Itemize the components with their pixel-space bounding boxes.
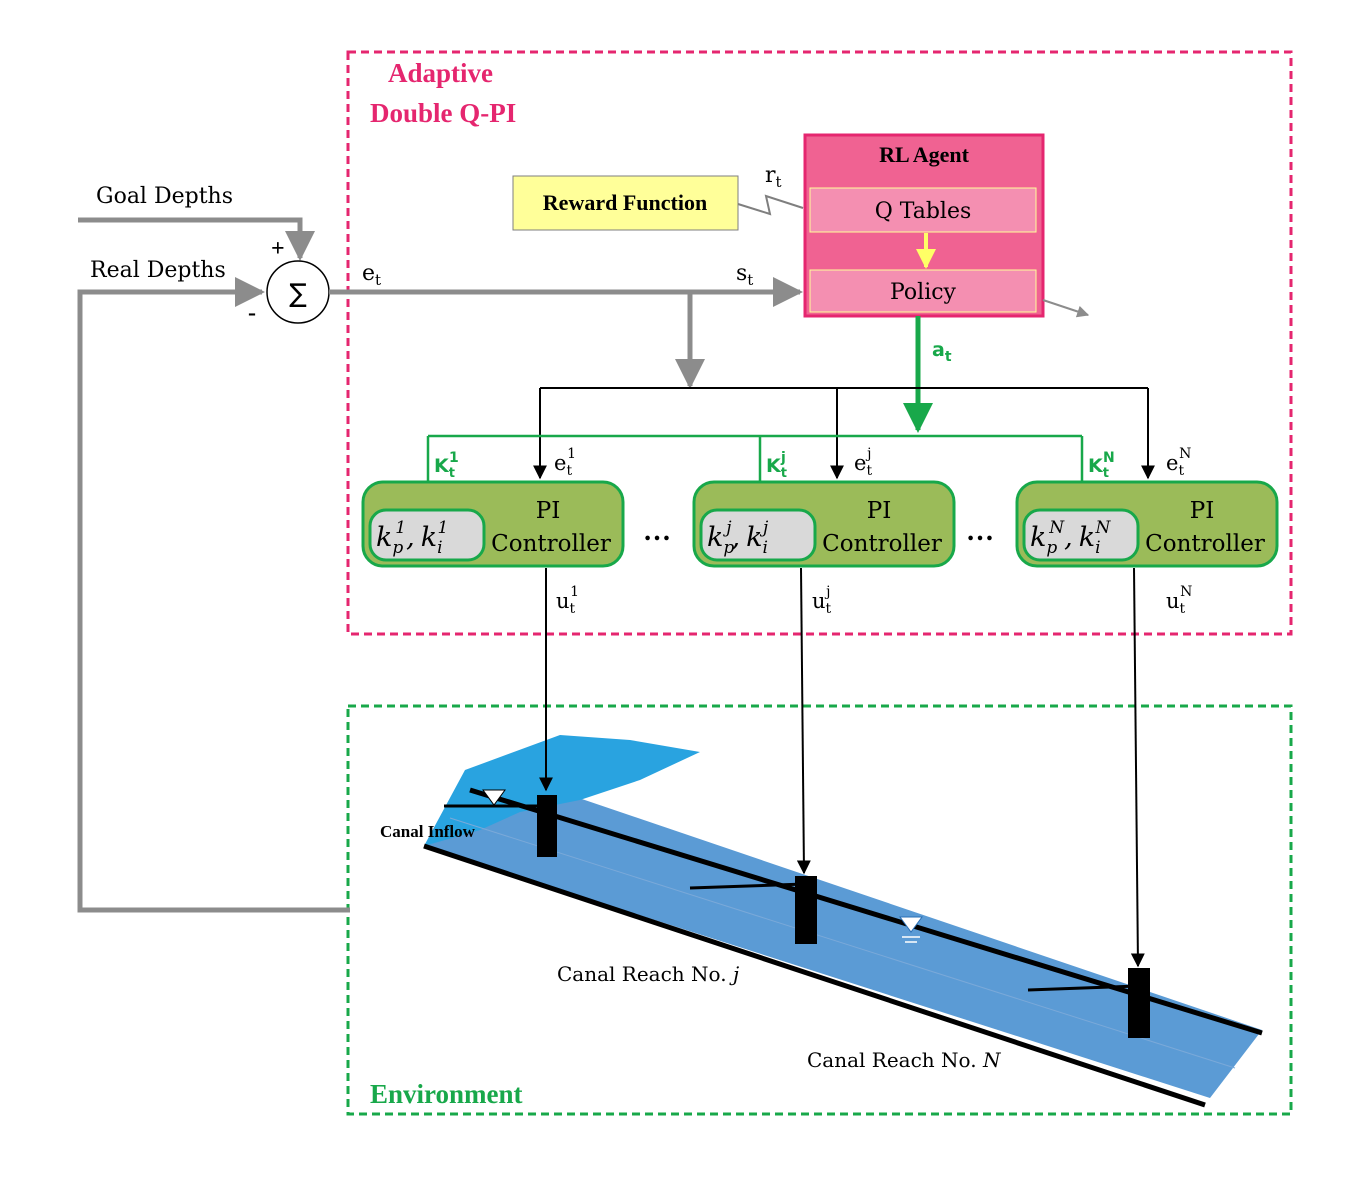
canal-inflow-label: Canal Inflow	[380, 822, 476, 841]
rl-agent-title: RL Agent	[879, 142, 970, 167]
svg-text:kpj,kij: kpj,kij	[707, 518, 769, 558]
feedback-line	[77, 277, 350, 913]
reward-function-box	[512, 175, 739, 231]
svg-text:PI: PI	[536, 498, 561, 524]
ellipsis-2: …	[966, 516, 994, 547]
policy-label: Policy	[890, 280, 957, 305]
s-t-label: st	[736, 261, 753, 289]
svg-text:Controller: Controller	[491, 531, 611, 557]
pi-controller-n: PI Controller kpN,kiN	[1015, 480, 1279, 568]
minus-sign: -	[248, 300, 256, 326]
policy-box	[809, 269, 1037, 313]
svg-text:Controller: Controller	[822, 531, 942, 557]
a-t-label: at	[932, 339, 952, 365]
goal-depths-label: Goal Depths	[96, 184, 233, 209]
gate-n-level-line	[1027, 984, 1139, 992]
error-label-n: etN	[1166, 446, 1191, 479]
ellipsis-1: …	[643, 516, 671, 547]
canal-reach-j-label: Canal Reach No. j	[557, 962, 739, 986]
svg-text:Controller: Controller	[1145, 531, 1265, 557]
control-output-j	[796, 567, 811, 875]
water-level-triangle-1	[482, 789, 506, 806]
plus-sign: +	[271, 236, 285, 262]
goal-depth-line	[78, 217, 315, 261]
real-depths-label: Real Depths	[90, 258, 226, 283]
r-t-label: rt	[765, 163, 782, 191]
gate-1	[537, 795, 557, 857]
svg-text:kp1,ki1: kp1,ki1	[376, 518, 448, 558]
svg-text:kpN,kiN: kpN,kiN	[1030, 518, 1112, 558]
gate-j-level-line	[689, 882, 806, 890]
gate-j	[795, 876, 817, 944]
q-tables-label: Q Tables	[875, 199, 972, 224]
reward-function-label: Reward Function	[543, 190, 707, 215]
reward-signal-line	[737, 194, 804, 216]
svg-text:PI: PI	[1190, 498, 1215, 524]
gain-label-n: KtN	[1088, 450, 1115, 481]
e-t-label: et	[362, 261, 381, 289]
water-level-triangle-2	[899, 916, 923, 933]
gain-label-j: Ktj	[766, 450, 787, 481]
canal-reach-n-label: Canal Reach No. N	[807, 1048, 1002, 1072]
gate-n	[1128, 968, 1150, 1038]
output-label-1: ut1	[556, 584, 579, 617]
output-label-n: utN	[1166, 584, 1192, 617]
error-label-j: etj	[854, 446, 872, 479]
svg-text:PI: PI	[867, 498, 892, 524]
qpi-group-box	[346, 50, 1293, 636]
canal-water-channel	[424, 778, 1262, 1098]
sum-symbol: ∑	[289, 279, 307, 309]
qpi-title-2: Double Q-PI	[370, 98, 516, 128]
error-label-1: et1	[554, 446, 576, 479]
canal-illustration	[423, 735, 1263, 1108]
gain-label-1: Kt1	[434, 450, 459, 481]
pi-controller-j: PI Controller kpj,kij	[692, 480, 956, 568]
output-label-j: utj	[812, 584, 832, 617]
control-output-n	[1130, 567, 1145, 968]
q-tables-box	[809, 187, 1037, 233]
pi-controller-1: PI Controller kp1,ki1	[361, 480, 625, 568]
qpi-title-1: Adaptive	[388, 58, 493, 88]
inflow-water	[424, 735, 700, 846]
policy-output-arrow	[1042, 299, 1090, 318]
canal-near-edge	[423, 843, 1206, 1108]
canal-centerline	[449, 817, 1236, 1069]
environment-title: Environment	[370, 1079, 523, 1109]
